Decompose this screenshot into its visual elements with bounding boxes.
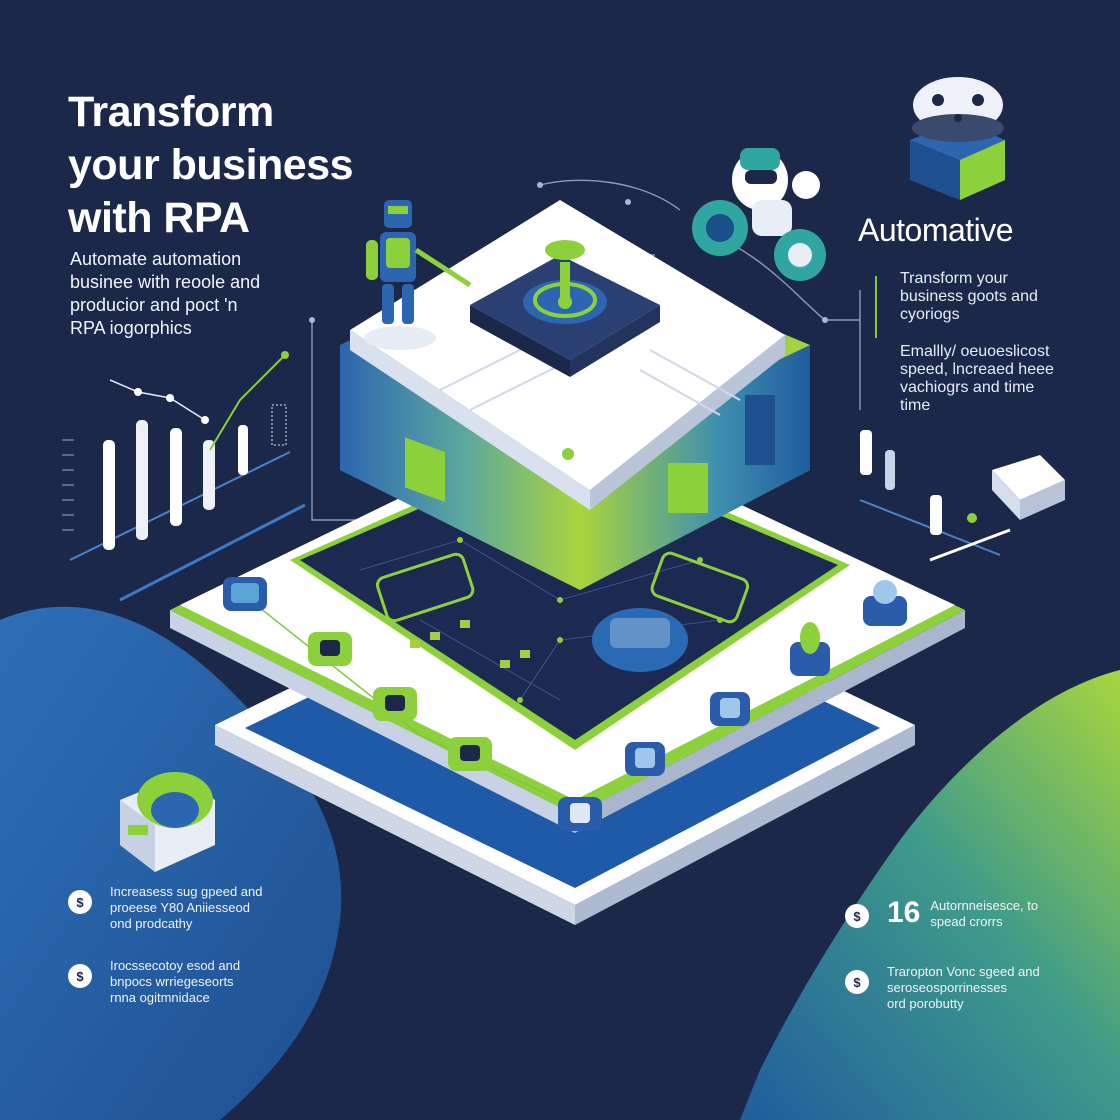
note-left-2: $ Irocssecotoy esod and bnpocs wrriegese… — [68, 958, 240, 1006]
note-line: Traropton Vonc sgeed and — [887, 964, 1040, 979]
title-line: your business — [68, 141, 354, 189]
right-block-line: speed, lncreaed heee — [900, 361, 1054, 378]
title-line: Transform — [68, 88, 274, 136]
icon-tiles — [223, 577, 907, 831]
bottom-left-device — [120, 772, 215, 872]
right-chart-objects — [859, 430, 1065, 562]
dollar-icon: $ — [68, 890, 92, 914]
bottom-right-wave — [740, 670, 1120, 1120]
dollar-icon: $ — [68, 964, 92, 988]
page-title: Transform your business with RPA — [68, 86, 488, 245]
right-panel-title: Automative — [858, 212, 1014, 248]
right-block-line: business goots and — [900, 288, 1038, 305]
subtitle-line: RPA iogorphics — [70, 318, 192, 338]
robot-right — [692, 148, 826, 281]
note-line: proeese Y80 Aniiesseod — [110, 900, 250, 915]
note-line: Autornneisesce, to — [930, 898, 1039, 913]
top-right-device — [910, 77, 1005, 200]
note-line: seroseosporrinesses — [887, 980, 1007, 995]
accent-line — [875, 276, 877, 338]
right-block-line: vachiogrs and time — [900, 379, 1035, 396]
note-line: rnna ogitmnidace — [110, 990, 210, 1005]
right-block-line: Emallly/ oeuoeslicost — [900, 343, 1050, 360]
stat-number: 16 — [887, 896, 921, 929]
dollar-icon: $ — [845, 904, 869, 928]
subtitle: Automate automation busineе with reoole … — [70, 248, 370, 340]
note-left-1: $ Increasess sug gpeed and proeese Y80 A… — [68, 884, 263, 932]
right-block-1: Transform your business goots and cyorio… — [900, 270, 1110, 324]
left-bar-chart — [62, 351, 306, 602]
note-line: spead crorrs — [930, 914, 1003, 929]
subtitle-line: producior and poct 'n — [70, 295, 238, 315]
title-line: with RPA — [68, 194, 250, 242]
note-line: Increasess sug gpeed and — [110, 884, 263, 899]
right-block-line: Transform your — [900, 270, 1008, 287]
right-block-2: Emallly/ oeuoeslicost speed, lncreaed he… — [900, 343, 1110, 415]
note-right-1: $ 16 Autornneisesce, to spead crorrs — [845, 898, 1038, 930]
right-block-line: time — [900, 397, 931, 414]
note-right-2: $ Traropton Vonc sgeed and seroseosporri… — [845, 964, 1040, 1012]
note-line: ord porobutty — [887, 996, 964, 1011]
note-line: bnpocs wrriegeseorts — [110, 974, 234, 989]
subtitle-line: Automate automation — [70, 249, 242, 269]
central-cube — [340, 200, 810, 590]
subtitle-line: busineе with reoole and — [70, 272, 261, 292]
dollar-icon: $ — [845, 970, 869, 994]
note-line: Irocssecotoy esod and — [110, 958, 241, 973]
note-line: ond prodcathy — [110, 916, 193, 931]
right-block-line: cyoriogs — [900, 306, 960, 323]
robot-left — [364, 200, 472, 350]
